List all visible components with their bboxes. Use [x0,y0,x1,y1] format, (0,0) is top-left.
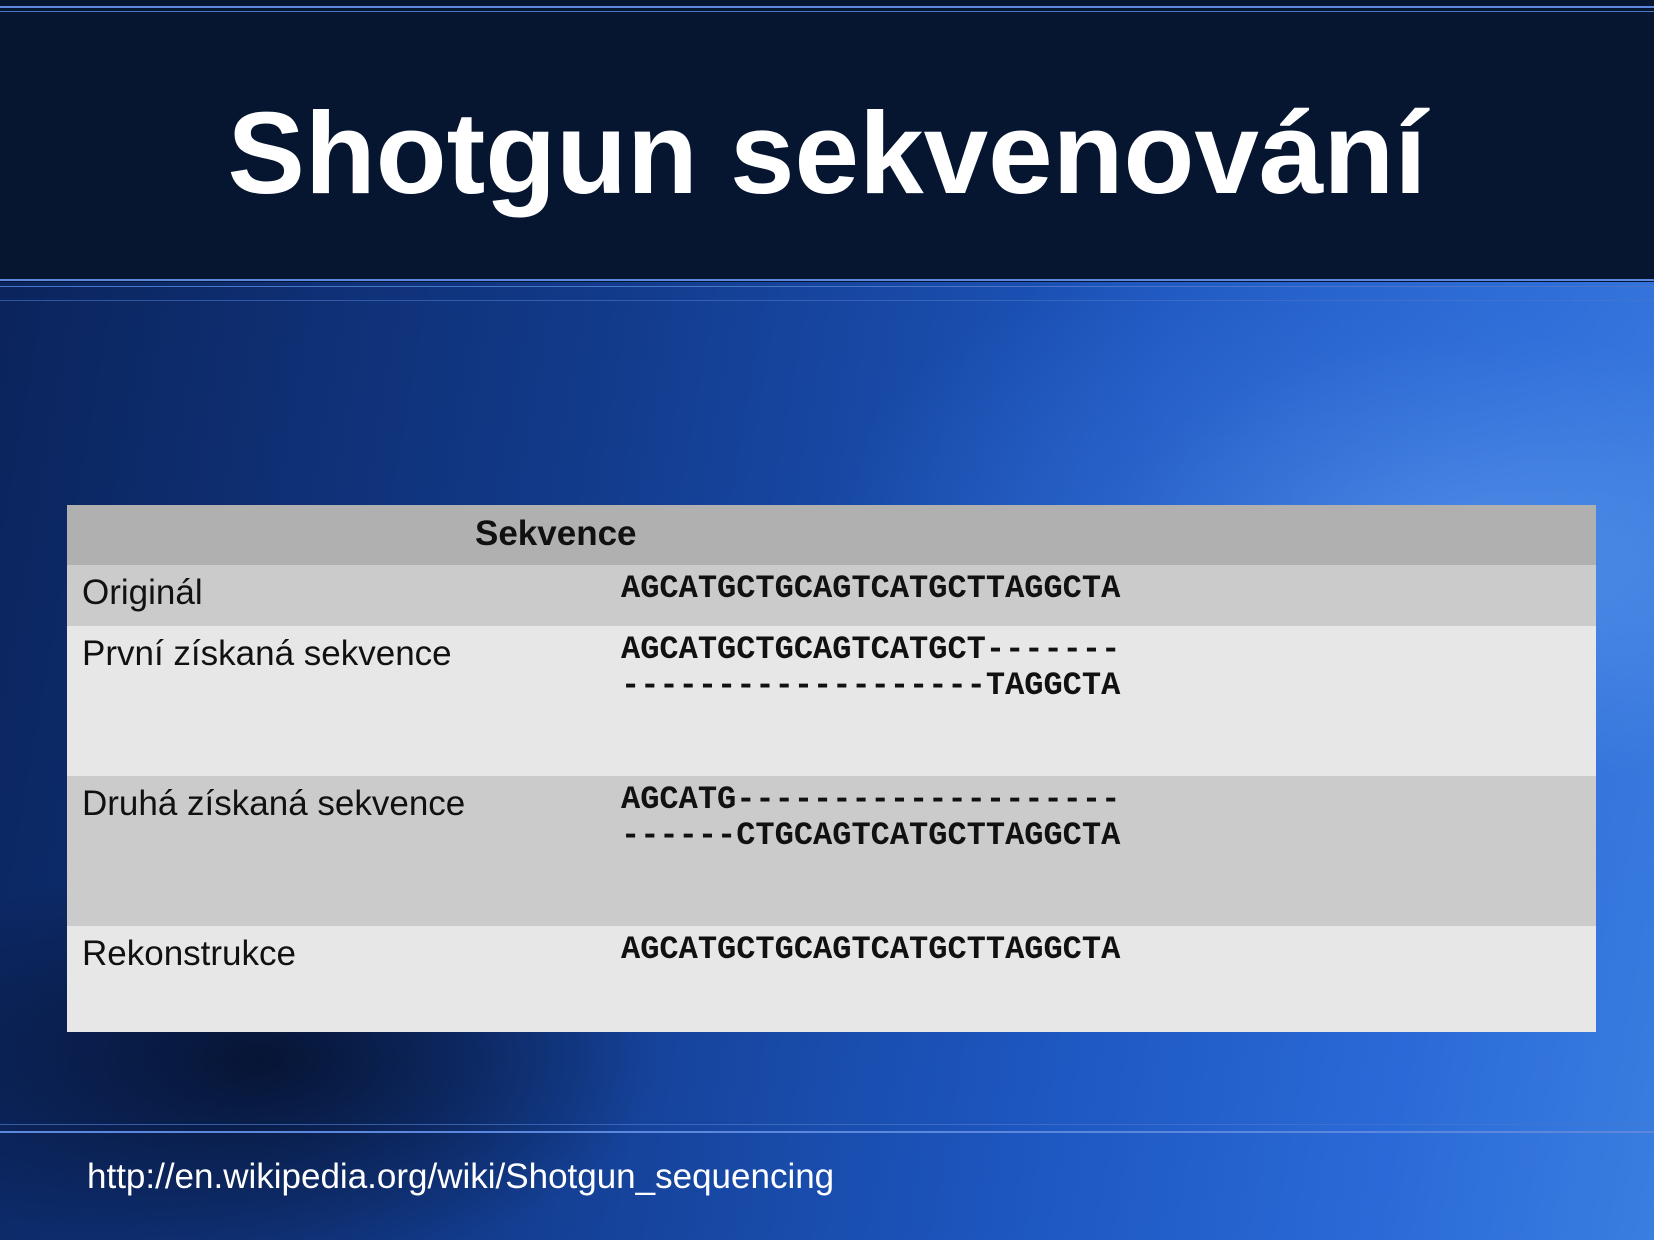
footer-rule [0,1131,1654,1133]
sequence-cell: AGCATGCTGCAGTCATGCTTAGGCTA [608,565,1596,626]
sequence-table: Sekvence Originál AGCATGCTGCAGTCATGCTTAG… [67,505,1596,1032]
row-label: První získaná sekvence [67,626,608,776]
sequence-cell: AGCATGCTGCAGTCATGCTTAGGCTA [608,926,1596,1032]
row-label: Rekonstrukce [67,926,608,1032]
table-row: Originál AGCATGCTGCAGTCATGCTTAGGCTA [67,565,1596,626]
header-sequence: Sekvence [475,514,637,553]
header-rule [0,279,1654,281]
sequence-line: AGCATGCTGCAGTCATGCTTAGGCTA [621,570,1121,607]
row-label: Originál [67,565,608,626]
sequence-line: AGCATGCTGCAGTCATGCTTAGGCTA [621,931,1121,968]
sequence-cell: AGCATGCTGCAGTCATGCT---------------------… [608,626,1596,776]
sequence-cell: AGCATG--------------------------CTGCAGTC… [608,776,1596,926]
header-rule-thin [0,286,1654,287]
table-header-row: Sekvence [67,505,1596,565]
table-header-cell: Sekvence [67,505,1596,565]
sequence-line: AGCATG-------------------- [621,781,1121,818]
title-band [0,0,1654,282]
table-row: První získaná sekvence AGCATGCTGCAGTCATG… [67,626,1596,776]
table-row: Rekonstrukce AGCATGCTGCAGTCATGCTTAGGCTA [67,926,1596,1032]
sequence-line: ------CTGCAGTCATGCTTAGGCTA [621,817,1121,854]
table-row: Druhá získaná sekvence AGCATG-----------… [67,776,1596,926]
slide-title: Shotgun sekvenování [227,88,1427,218]
header-rule-faint [0,300,1654,301]
source-link[interactable]: http://en.wikipedia.org/wiki/Shotgun_seq… [87,1157,835,1196]
row-label: Druhá získaná sekvence [67,776,608,926]
top-rule [0,6,1654,8]
sequence-line: AGCATGCTGCAGTCATGCT------- [621,631,1121,668]
top-rule-thin [0,11,1654,12]
sequence-line: -------------------TAGGCTA [621,667,1121,704]
footer-rule-faint [0,1124,1654,1125]
sequence-table-container: Sekvence Originál AGCATGCTGCAGTCATGCTTAG… [67,505,1596,1032]
